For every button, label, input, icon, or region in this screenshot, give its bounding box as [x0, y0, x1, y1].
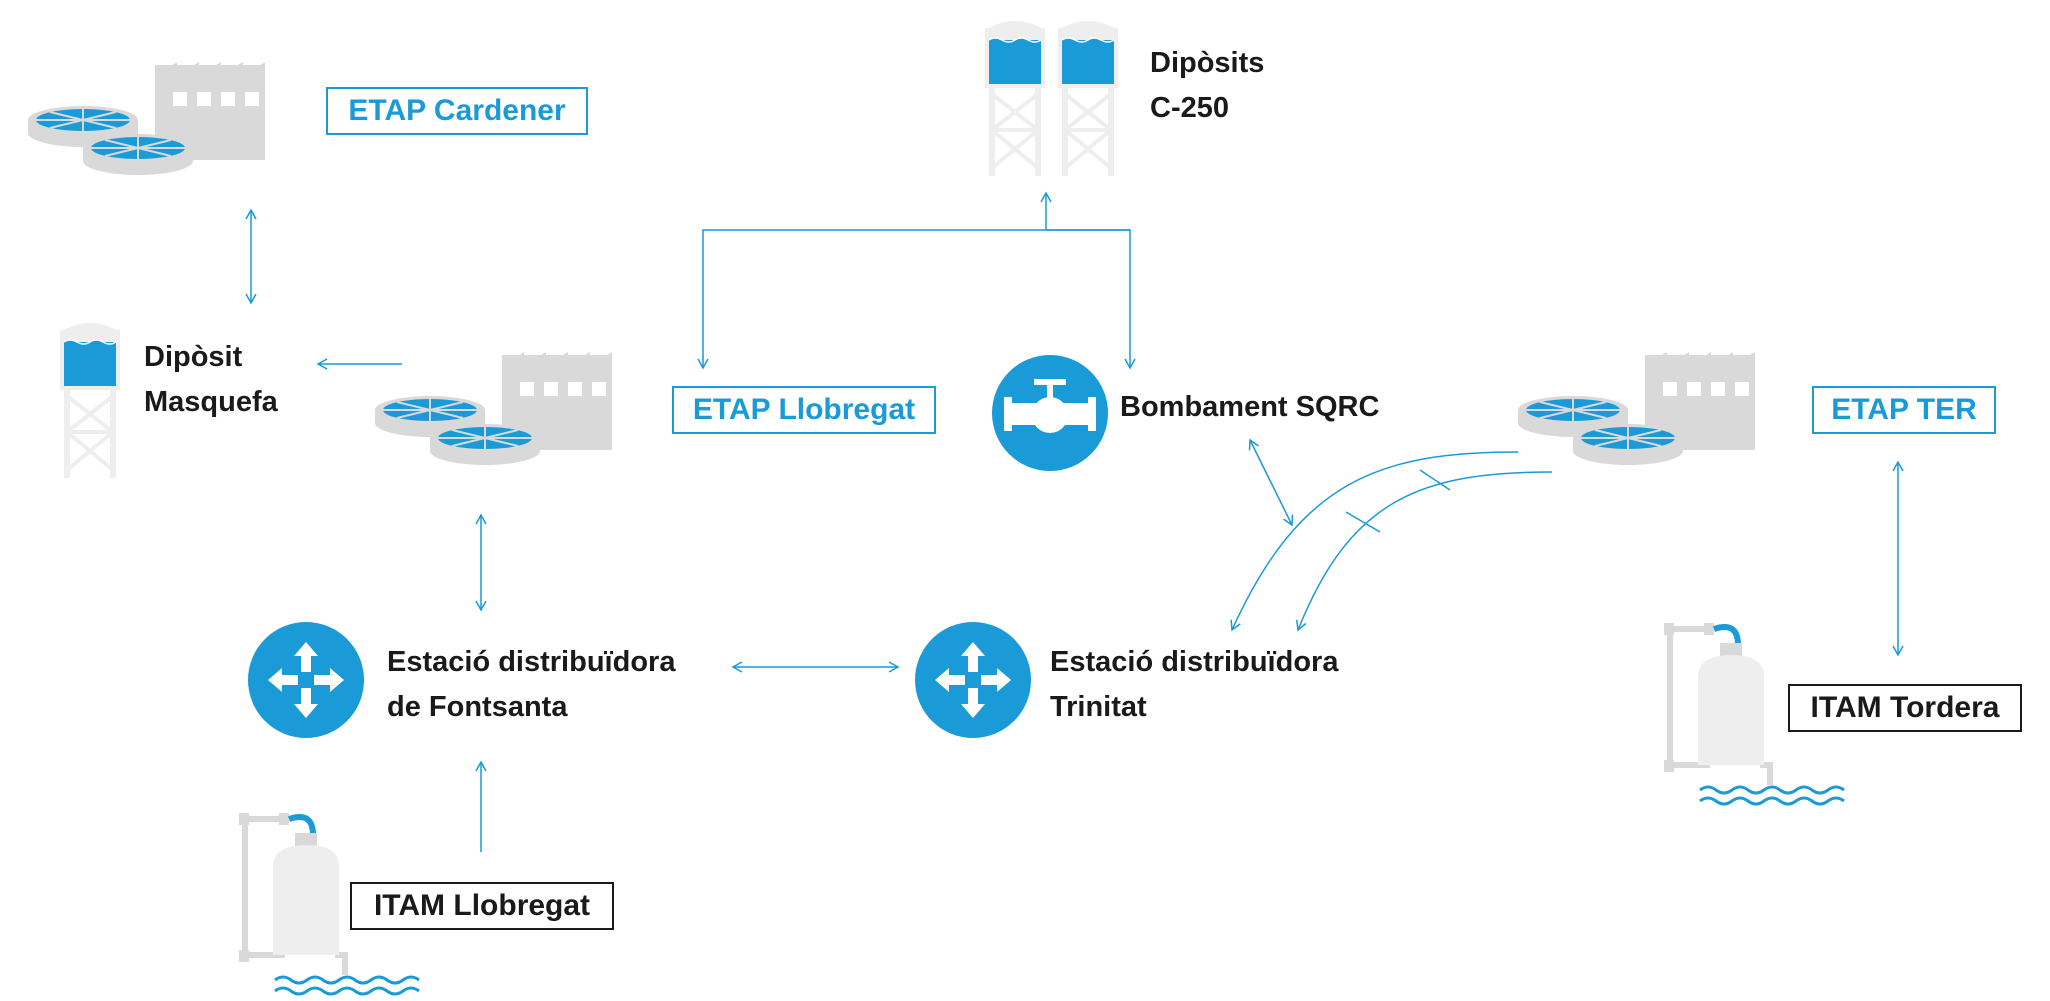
sqrc-trinitat-link: [1248, 438, 1294, 527]
pipe-tick-2: [1345, 511, 1381, 533]
c250-llobregat-link: [697, 229, 1130, 370]
estacio-fontsanta-line2: de Fontsanta: [387, 691, 568, 723]
estacio-trinitat-line1: Estació distribuïdora: [1050, 646, 1339, 678]
ter-trinitat-link-2: [1295, 471, 1553, 632]
etap-llobregat-label: ETAP Llobregat: [672, 386, 936, 434]
bombament-sqrc-label: Bombament SQRC: [1120, 391, 1380, 423]
diposits-c250-line1: Dipòsits: [1150, 47, 1265, 79]
diposits-c250-tank-2-icon: [1056, 19, 1120, 178]
itam-tordera-label: ITAM Tordera: [1788, 684, 2022, 732]
estacio-trinitat-line2: Trinitat: [1050, 691, 1147, 723]
diposits-c250-line2: C-250: [1150, 92, 1229, 124]
itam-llobregat-label: ITAM Llobregat: [350, 882, 614, 930]
pipe-tick-1: [1419, 469, 1451, 491]
diposit-masquefa-label: Dipòsit Masquefa: [144, 335, 278, 425]
pump-valve-icon: [992, 355, 1108, 471]
estacio-trinitat-label: Estació distribuïdora Trinitat: [1050, 640, 1338, 730]
estacio-fontsanta-line1: Estació distribuïdora: [387, 646, 676, 678]
etap-cardener-label: ETAP Cardener: [326, 87, 588, 135]
etap-cardener-plant-icon: [27, 61, 266, 176]
diposits-c250-tank-icon: [983, 19, 1047, 178]
fontsanta-distribution-icon: [248, 622, 364, 738]
c250-sqrc-link: [1046, 229, 1136, 370]
diposit-masquefa-line1: Dipòsit: [144, 341, 243, 373]
etap-llobregat-plant-icon: [374, 351, 613, 466]
ter-trinitat-link-1: [1230, 451, 1519, 632]
etap-ter-label: ETAP TER: [1812, 386, 1996, 434]
diposits-c250-label: Dipòsits C-250: [1150, 41, 1264, 131]
etap-ter-plant-icon: [1517, 351, 1756, 466]
trinitat-distribution-icon: [915, 622, 1031, 738]
estacio-fontsanta-label: Estació distribuïdora de Fontsanta: [387, 640, 675, 730]
diposit-masquefa-tank-icon: [58, 321, 122, 480]
diposit-masquefa-line2: Masquefa: [144, 386, 278, 418]
